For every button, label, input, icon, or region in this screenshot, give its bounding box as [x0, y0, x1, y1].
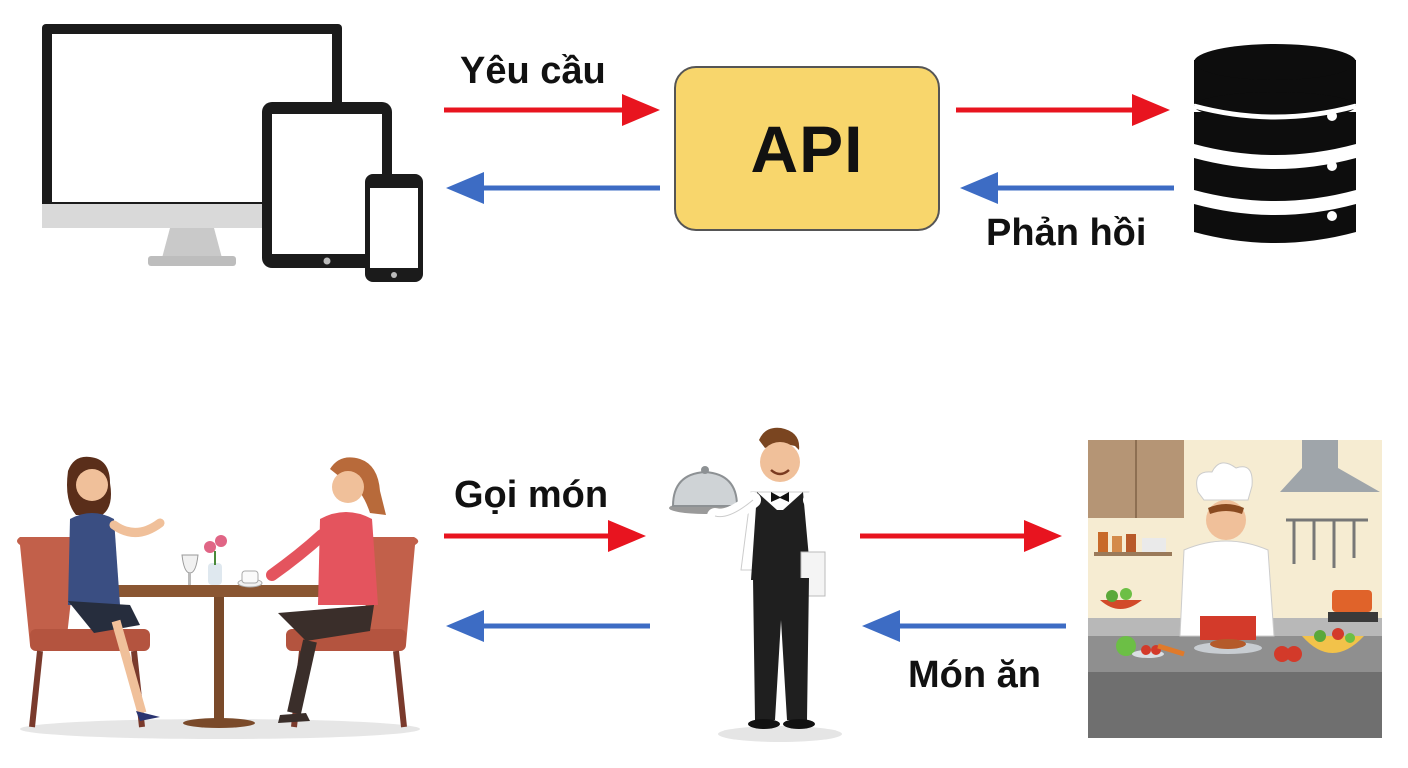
devices-group	[42, 24, 423, 282]
response-arrow-top-right	[960, 172, 1174, 204]
dish-return-arrow-bottom-right	[862, 610, 1066, 642]
dish-return-arrow-bottom-left	[446, 610, 650, 642]
request-arrow-top-left	[444, 94, 660, 126]
kitchen-chef-icon	[1088, 440, 1382, 738]
response-label: Phản hồi	[986, 212, 1147, 254]
request-arrow-top-right	[956, 94, 1170, 126]
order-arrow-bottom-left	[444, 520, 646, 552]
database-icon	[1193, 44, 1357, 243]
order-arrow-bottom-right	[860, 520, 1062, 552]
api-box: API	[674, 66, 940, 231]
dish-label: Món ăn	[908, 654, 1041, 696]
order-label: Gọi món	[454, 474, 609, 516]
api-label: API	[750, 111, 864, 186]
tablet-icon	[262, 102, 392, 268]
diners-icon	[17, 456, 420, 739]
request-label: Yêu cầu	[460, 50, 606, 92]
response-arrow-top-left	[446, 172, 660, 204]
phone-icon	[365, 174, 423, 282]
waiter-icon	[669, 427, 842, 742]
